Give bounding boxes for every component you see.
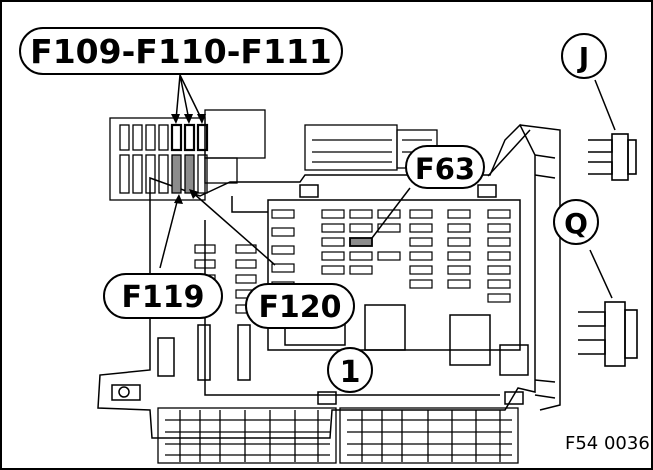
leader-lines (159, 74, 616, 299)
callout-f63: F63 (405, 145, 485, 189)
svg-text:F63: F63 (415, 152, 475, 186)
callout-f109-f110-f111: F109-F110-F111 (19, 27, 343, 75)
leader-q (589, 249, 613, 299)
svg-text:F109-F110-F111: F109-F110-F111 (30, 32, 332, 71)
callout-1: 1 (327, 347, 373, 393)
svg-text:J: J (577, 41, 589, 74)
callout-f120: F120 (245, 283, 355, 329)
svg-text:1: 1 (340, 355, 361, 390)
svg-text:F119: F119 (121, 280, 204, 315)
leader-f109-f111 (175, 74, 203, 121)
figure-reference: F54 0036 Z (565, 433, 653, 454)
svg-text:F120: F120 (258, 290, 341, 325)
fuse-block-top-left (109, 109, 266, 201)
leader-f120 (191, 191, 276, 266)
callout-f119: F119 (103, 273, 223, 319)
fuse-j-illustration (588, 133, 637, 181)
fuse-q-illustration (578, 301, 638, 367)
leader-f119 (159, 197, 179, 269)
svg-text:Q: Q (564, 207, 588, 240)
arrowheads (171, 114, 206, 204)
connector-bottom (157, 407, 519, 464)
leader-f63 (371, 187, 411, 239)
callout-q: Q (553, 199, 599, 245)
callout-j: J (561, 33, 607, 79)
leader-j (594, 79, 616, 131)
